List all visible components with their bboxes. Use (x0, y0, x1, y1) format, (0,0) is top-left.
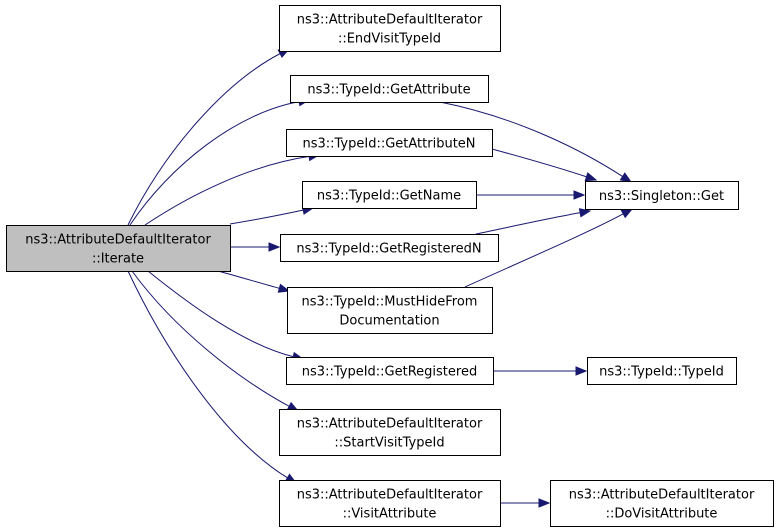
node-label-line: ::VisitAttribute (343, 507, 437, 522)
node-box[interactable] (585, 181, 739, 210)
edge-getAttributeN-to-singletonGet (491, 148, 598, 182)
node-label-line: ns3::TypeId::GetRegisteredN (296, 242, 481, 257)
node-label-line: ns3::Singleton::Get (599, 189, 724, 204)
edge-line (144, 155, 311, 226)
node-label-line: Documentation (339, 314, 439, 329)
node-label-line: ns3::TypeId::GetName (317, 189, 461, 204)
node-box[interactable] (287, 287, 493, 334)
node-label-line: ns3::TypeId::TypeId (599, 365, 724, 380)
arrowhead-icon (573, 190, 586, 200)
node-box[interactable] (302, 181, 477, 209)
node-root[interactable]: ns3::AttributeDefaultIterator::Iterate (6, 225, 231, 272)
node-box[interactable] (290, 75, 489, 103)
node-label-line: ns3::TypeId::GetAttributeN (302, 137, 475, 152)
edge-line (464, 212, 625, 288)
arrowhead-icon (584, 172, 598, 182)
edge-root-to-visitAttribute (127, 270, 298, 484)
node-label-line: ::Iterate (92, 252, 144, 267)
node-box[interactable] (587, 357, 737, 385)
node-visitAttribute[interactable]: ns3::AttributeDefaultIterator::VisitAttr… (279, 480, 501, 527)
node-box[interactable] (550, 480, 774, 527)
node-label-line: ns3::AttributeDefaultIterator (25, 233, 211, 248)
nodes-layer: ns3::AttributeDefaultIterator::Iteratens… (6, 5, 774, 527)
edge-getName-to-singletonGet (476, 190, 586, 200)
node-label-line: ::StartVisitTypeId (334, 436, 444, 451)
node-label-line: ns3::AttributeDefaultIterator (297, 13, 483, 28)
node-label-line: ns3::TypeId::GetAttribute (307, 83, 470, 98)
node-singletonGet[interactable]: ns3::Singleton::Get (585, 181, 739, 210)
edge-getRegisteredN-to-singletonGet (475, 208, 592, 235)
edge-line (217, 270, 281, 290)
node-getAttribute[interactable]: ns3::TypeId::GetAttribute (290, 75, 489, 103)
edge-getRegistered-to-typeIdCtor (492, 366, 588, 376)
node-label-line: ::EndVisitTypeId (338, 32, 441, 47)
edge-root-to-getRegistered (147, 270, 305, 362)
node-typeIdCtor[interactable]: ns3::TypeId::TypeId (587, 357, 737, 385)
edge-line (475, 212, 582, 235)
edge-root-to-getRegisteredN (230, 242, 281, 252)
edge-root-to-getAttributeN (144, 151, 321, 226)
edge-line (129, 101, 301, 226)
arrowhead-icon (277, 283, 291, 293)
node-box[interactable] (279, 409, 501, 456)
node-label-line: ns3::TypeId::MustHideFrom (302, 295, 478, 310)
edge-root-to-getName (229, 205, 315, 225)
node-getRegistered[interactable]: ns3::TypeId::GetRegistered (286, 357, 494, 385)
arrowhead-icon (619, 172, 633, 183)
node-label-line: ns3::AttributeDefaultIterator (569, 488, 755, 503)
node-box[interactable] (286, 357, 494, 385)
node-label-line: ns3::AttributeDefaultIterator (297, 417, 483, 432)
edge-line (131, 270, 291, 408)
node-label-line: ::DoVisitAttribute (606, 507, 718, 522)
edge-getAttribute-to-singletonGet (439, 101, 633, 183)
node-label-line: ns3::TypeId::GetRegistered (302, 365, 477, 380)
node-startVisitTypeId[interactable]: ns3::AttributeDefaultIterator::StartVisi… (279, 409, 501, 456)
edge-line (127, 270, 289, 479)
edge-line (229, 209, 305, 225)
node-getRegisteredN[interactable]: ns3::TypeId::GetRegisteredN (280, 234, 499, 262)
node-getName[interactable]: ns3::TypeId::GetName (302, 181, 477, 209)
node-box[interactable] (279, 5, 501, 52)
edge-line (491, 148, 588, 178)
arrowhead-icon (538, 498, 551, 508)
node-box[interactable] (6, 225, 231, 272)
edge-line (147, 270, 295, 358)
arrowhead-icon (268, 242, 281, 252)
edge-line (127, 52, 282, 226)
edge-visitAttribute-to-doVisitAttribute (500, 498, 551, 508)
node-endVisitTypeId[interactable]: ns3::AttributeDefaultIterator::EndVisitT… (279, 5, 501, 52)
node-label-line: ns3::AttributeDefaultIterator (297, 488, 483, 503)
edge-line (439, 101, 624, 178)
node-box[interactable] (280, 234, 499, 262)
arrowhead-icon (620, 208, 634, 219)
node-box[interactable] (279, 480, 501, 527)
arrowhead-icon (575, 366, 588, 376)
arrowhead-icon (578, 208, 592, 218)
node-getAttributeN[interactable]: ns3::TypeId::GetAttributeN (286, 129, 493, 157)
node-box[interactable] (286, 129, 493, 157)
edge-root-to-endVisitTypeId (127, 48, 291, 226)
edge-root-to-startVisitTypeId (131, 270, 300, 412)
node-doVisitAttribute[interactable]: ns3::AttributeDefaultIterator::DoVisitAt… (550, 480, 774, 527)
edge-root-to-mustHide (217, 270, 291, 293)
